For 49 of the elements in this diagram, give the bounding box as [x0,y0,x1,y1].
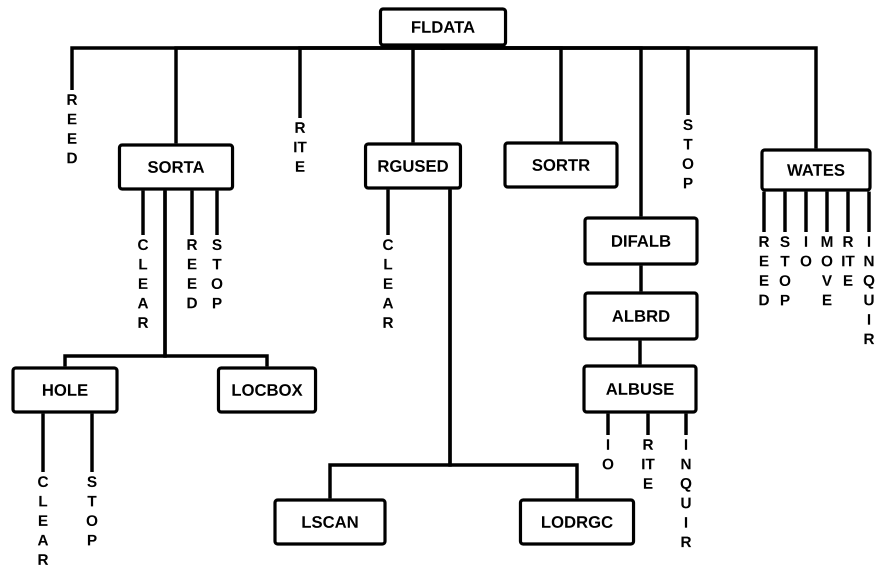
vertical-label: STOP [212,239,222,308]
vertical-label: STOP [682,119,694,188]
connector-line [90,414,94,472]
routine-box: SORTA [118,143,234,191]
vertical-label: REED [68,94,78,164]
connector-line [163,190,269,366]
connector-line [825,192,829,232]
routine-box: DIFALB [583,216,699,266]
routine-box: SORTR [503,141,619,189]
connector-line [386,190,390,235]
connector-line [190,190,194,235]
vertical-label: STOP [86,476,98,546]
connector-line [762,192,766,232]
vertical-label: RITE [642,439,655,489]
vertical-label: RITE [842,236,855,286]
routine-box: LSCAN [273,498,387,546]
vertical-label: INQUIR [680,439,692,548]
vertical-label: IO [800,236,812,266]
connector-line [646,414,650,435]
connector-line [638,340,642,364]
vertical-label: CLEAR [138,239,148,328]
connector-line [215,190,219,235]
routine-box: WATES [760,148,872,192]
vertical-label: CLEAR [382,239,394,328]
routine-box: FLDATA [378,7,508,47]
vertical-label: MOVE [822,236,832,306]
connector-line [684,414,688,435]
connector-line [783,192,787,232]
routine-box: LODRGC [518,498,636,546]
connector-line [846,192,850,232]
vertical-label: REED [759,236,770,306]
connector-line [867,192,871,232]
connector-line [448,190,579,498]
connector-line [804,192,808,232]
connector-line [41,414,45,472]
routine-box: LOCBOX [216,366,318,414]
connector-line [639,266,643,292]
routine-box: ALBRD [583,291,699,341]
vertical-label: INQUIR [864,236,874,344]
vertical-label: REED [188,239,198,308]
vertical-label: RITE [294,122,307,172]
connector-line [606,414,610,435]
routine-box: HOLE [11,366,119,414]
routine-box: ALBUSE [582,364,698,414]
routine-box: RGUSED [364,142,462,190]
connector-line [141,190,145,235]
vertical-label: IO [602,439,614,470]
vertical-label: STOP [780,236,790,306]
vertical-label: CLEAR [38,476,48,565]
